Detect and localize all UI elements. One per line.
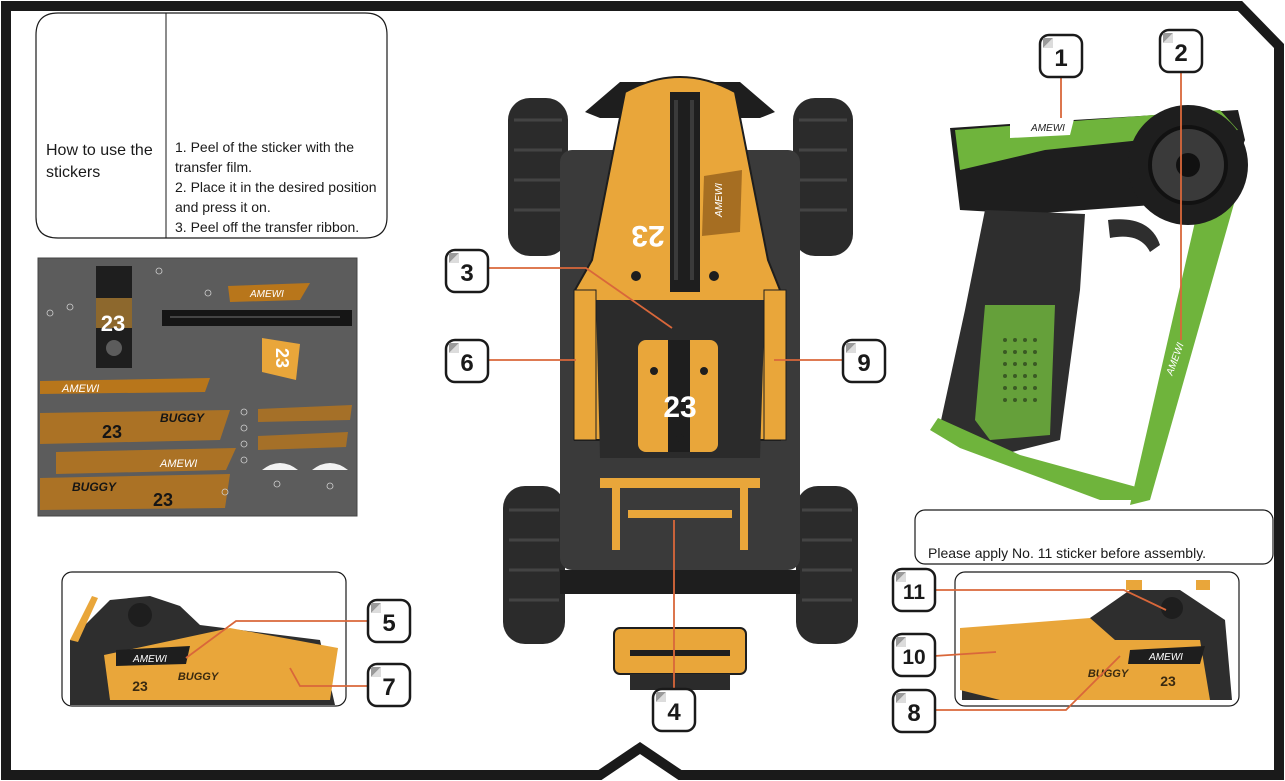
peel-corner-icon: [449, 343, 459, 353]
controller-illustration: AMEWI AMEWI: [930, 105, 1248, 505]
callout-2: 2: [1158, 28, 1204, 74]
sheet-model-a: BUGGY: [160, 411, 205, 425]
side-left-model: BUGGY: [178, 671, 220, 683]
peel-corner-icon: [371, 603, 381, 613]
side-view-left: AMEWI 23 BUGGY: [61, 571, 347, 707]
svg-text:3: 3: [460, 260, 473, 287]
svg-text:6: 6: [460, 350, 473, 377]
svg-text:10: 10: [902, 646, 925, 669]
sheet-brand-c: AMEWI: [159, 458, 197, 470]
svg-text:8: 8: [907, 700, 920, 727]
callout-8: 8: [891, 688, 937, 734]
instruction-step-2: 2. Place it in the desired position and …: [175, 179, 377, 215]
peel-corner-icon: [896, 693, 906, 703]
svg-text:7: 7: [382, 674, 395, 701]
sheet-number-23-d: 23: [153, 490, 173, 510]
side-right-brand: AMEWI: [1148, 652, 1183, 663]
sticker-sheet: 23 AMEWI 23 AMEWI 23 BUGGY AMEWI BUGGY 2…: [37, 257, 358, 517]
car-number-top: 23: [663, 391, 696, 424]
callout-5: 5: [366, 598, 412, 644]
svg-text:9: 9: [857, 350, 870, 377]
svg-text:4: 4: [667, 699, 681, 726]
car-number-hood: 23: [631, 219, 664, 252]
side-left-number: 23: [132, 678, 148, 694]
controller-brand: AMEWI: [1030, 123, 1065, 134]
instruction-step-3: 3. Peel off the transfer ribbon.: [175, 219, 360, 235]
sheet-brand-b: AMEWI: [61, 383, 99, 395]
callout-10: 10: [891, 632, 937, 678]
side-view-right: AMEWI BUGGY 23: [954, 571, 1240, 707]
leader-lines: [185, 72, 1182, 711]
sheet-number-23-b: 23: [272, 348, 292, 368]
assembly-note: Please apply No. 11 sticker before assem…: [928, 545, 1207, 561]
peel-corner-icon: [656, 692, 666, 702]
sheet-brand-a: AMEWI: [249, 289, 284, 300]
svg-text:5: 5: [382, 610, 395, 637]
svg-text:2: 2: [1174, 40, 1187, 67]
hood-brand: AMEWI: [714, 183, 725, 218]
instruction-step-1: 1. Peel of the sticker with the transfer…: [175, 139, 354, 175]
assembly-note-box: [914, 509, 1274, 565]
peel-corner-icon: [1043, 38, 1053, 48]
svg-text:1: 1: [1054, 45, 1067, 72]
peel-corner-icon: [1163, 33, 1173, 43]
sheet-number-23-a: 23: [101, 311, 125, 336]
callout-11: 11: [891, 567, 937, 613]
callout-6: 6: [444, 338, 490, 384]
peel-corner-icon: [449, 253, 459, 263]
instructions-box: [35, 12, 388, 239]
side-right-number: 23: [1160, 673, 1176, 689]
instructions-heading: How to use the stickers: [46, 142, 153, 181]
side-right-model: BUGGY: [1088, 668, 1130, 680]
callout-9: 9: [841, 338, 887, 384]
sheet-number-23-c: 23: [102, 422, 122, 442]
callout-7: 7: [366, 662, 412, 708]
side-left-brand: AMEWI: [132, 654, 167, 665]
callout-4: 4: [651, 687, 697, 733]
peel-corner-icon: [846, 343, 856, 353]
svg-text:11: 11: [903, 581, 926, 604]
sheet-model-b: BUGGY: [72, 480, 117, 494]
callout-1: 1: [1038, 33, 1084, 79]
peel-corner-icon: [371, 667, 381, 677]
callout-3: 3: [444, 248, 490, 294]
buggy-top-view: 23 23 AMEWI: [503, 76, 858, 690]
